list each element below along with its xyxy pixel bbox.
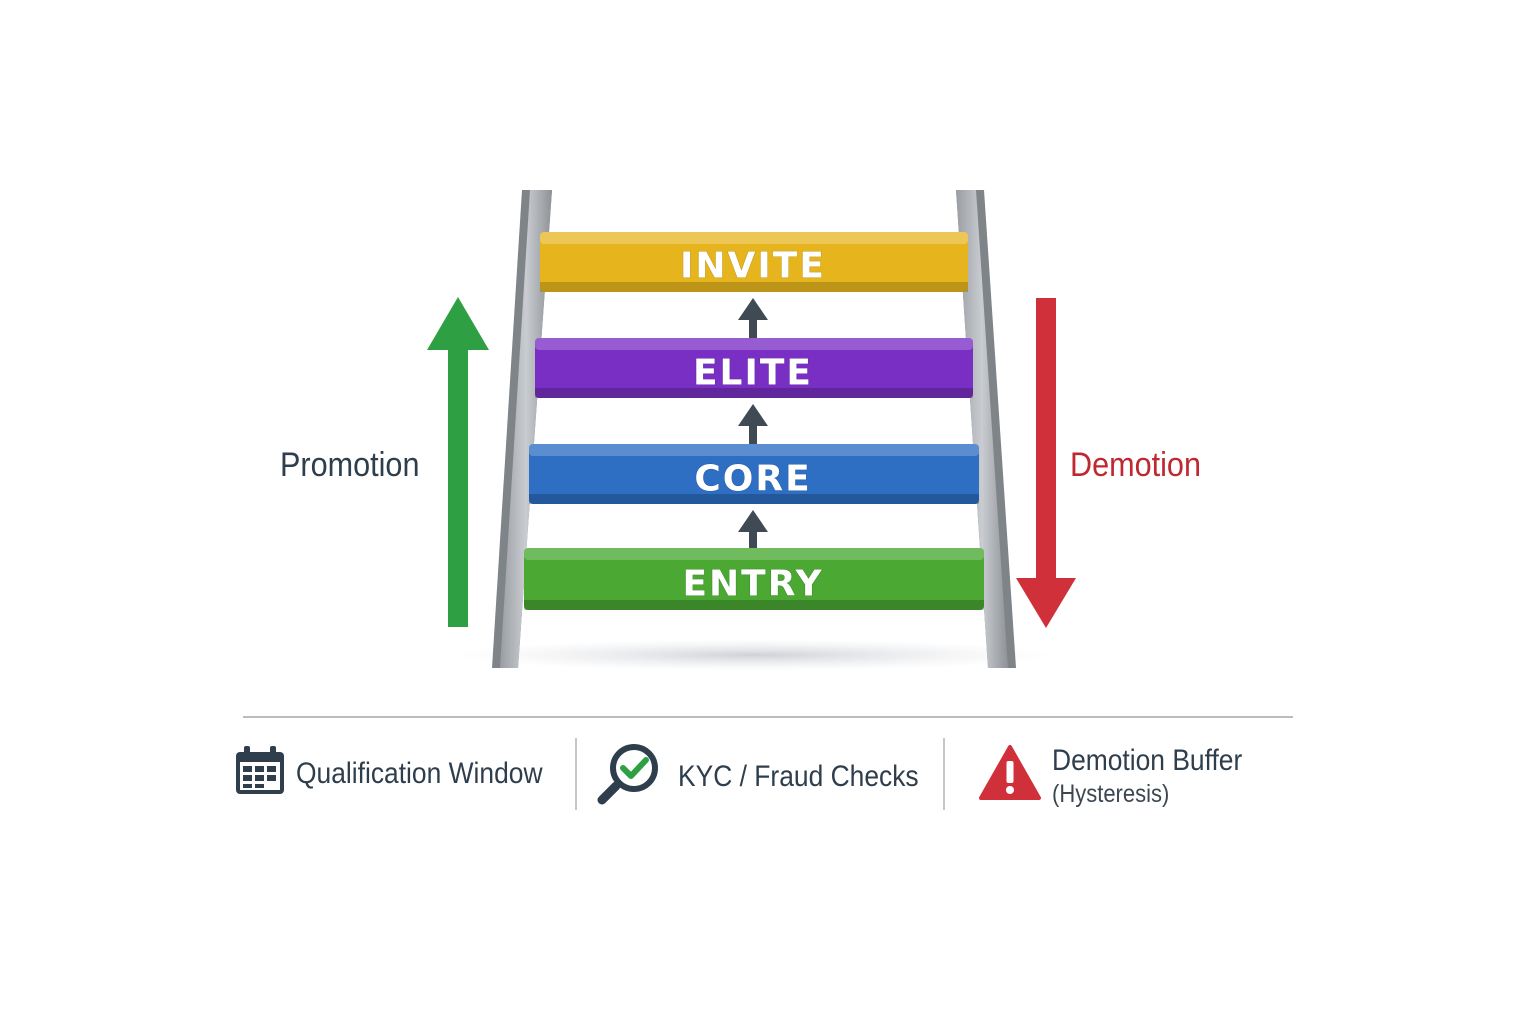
tier-elite: ELITE (535, 338, 973, 398)
promotion-label: Promotion (280, 446, 420, 484)
legend-separator (943, 738, 945, 810)
legend-separator (575, 738, 577, 810)
legend-demotion-buffer: Demotion Buffer (Hysteresis) (978, 744, 1268, 809)
promotion-arrow-icon (427, 297, 489, 627)
up-arrow-icon (738, 404, 768, 446)
demotion-arrow-icon (1016, 298, 1076, 628)
tier-core: CORE (529, 444, 979, 504)
ladder-shadow (455, 639, 1055, 671)
tier-core-label: CORE (694, 459, 811, 500)
tier-connector-arrows (738, 298, 768, 550)
magnifier-check-icon (596, 742, 664, 811)
warning-icon (978, 744, 1042, 807)
tier-invite-label: INVITE (680, 246, 826, 287)
tier-entry: ENTRY (524, 548, 984, 610)
tier-elite-label: ELITE (693, 353, 813, 394)
up-arrow-icon (738, 298, 768, 340)
legend-demotion-buffer-sublabel: (Hysteresis) (1052, 780, 1170, 808)
legend-qualification-window: Qualification Window (234, 746, 576, 801)
legend-qualification-window-label: Qualification Window (296, 756, 543, 790)
tier-invite: INVITE (540, 232, 968, 292)
legend-demotion-buffer-label: Demotion Buffer (1052, 744, 1243, 777)
legend-kyc-fraud-checks-label: KYC / Fraud Checks (678, 759, 919, 793)
demotion-label: Demotion (1070, 446, 1201, 484)
tier-entry-label: ENTRY (682, 564, 823, 605)
legend-divider (243, 716, 1293, 718)
ladder-right-rail (956, 190, 1016, 668)
calendar-icon (234, 746, 286, 801)
legend-kyc-fraud-checks: KYC / Fraud Checks (596, 742, 951, 811)
up-arrow-icon (738, 510, 768, 550)
ladder-left-rail (492, 190, 552, 668)
